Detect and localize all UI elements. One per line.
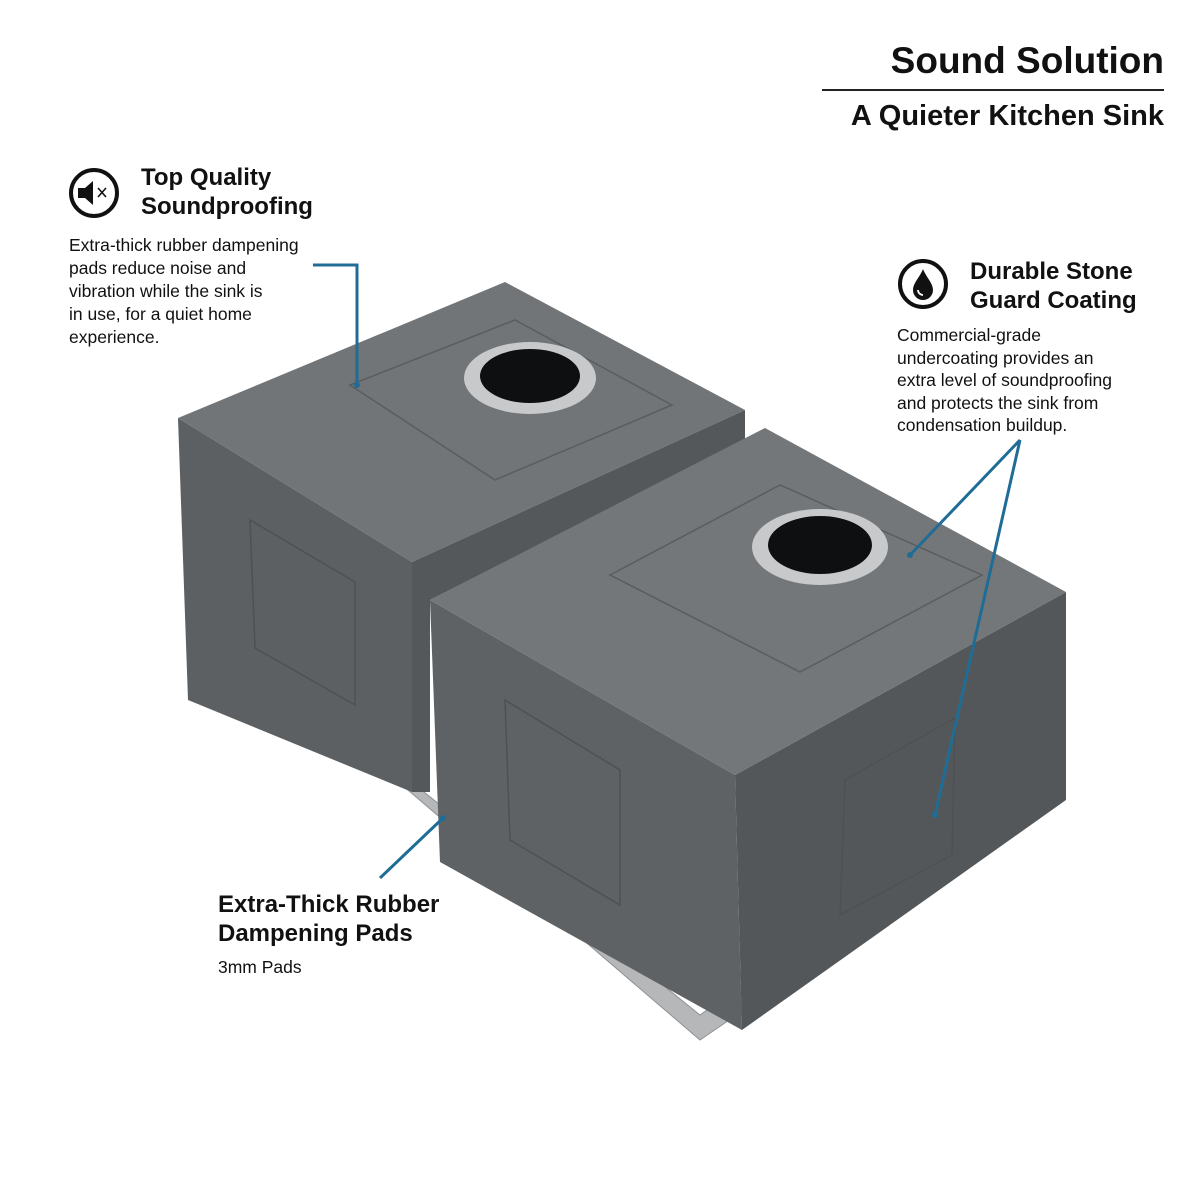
left-basin-top-face xyxy=(178,282,745,562)
feature-pads-description: 3mm Pads xyxy=(218,957,302,977)
feature-soundproofing-title: Top Quality Soundproofing xyxy=(141,163,313,221)
description-line: in use, for a quiet home xyxy=(69,304,252,324)
title-line: Durable Stone xyxy=(970,258,1133,285)
speaker-muted-icon xyxy=(69,168,119,218)
left-basin-side-panel xyxy=(249,518,356,707)
right-basin-side-panel-right xyxy=(839,716,956,917)
description-line: experience. xyxy=(69,327,160,347)
callout-line-coating-top xyxy=(908,438,1022,557)
right-basin-left-face xyxy=(430,600,742,1030)
feature-coating-description: Commercial-grade undercoating provides a… xyxy=(897,324,1112,437)
feature-pads-title: Extra-Thick Rubber Dampening Pads xyxy=(218,890,439,948)
right-basin-top-face xyxy=(430,428,1066,775)
left-basin-right-face xyxy=(412,410,745,792)
callout-line-pads xyxy=(378,816,445,880)
description-line: Extra-thick rubber dampening xyxy=(69,235,299,255)
description-line: pads reduce noise and xyxy=(69,258,247,278)
title-line: Soundproofing xyxy=(141,193,313,220)
page-title: Sound Solution xyxy=(890,40,1164,81)
feature-coating-title: Durable Stone Guard Coating xyxy=(970,257,1137,315)
description-line: extra level of soundproofing xyxy=(897,370,1112,390)
right-basin-side-panel-left xyxy=(504,698,621,907)
right-basin-top-panel xyxy=(608,484,984,673)
description-line: condensation buildup. xyxy=(897,415,1068,435)
description-line: Commercial-grade xyxy=(897,325,1041,345)
water-drop-icon xyxy=(898,259,948,309)
description-line: and protects the sink from xyxy=(897,392,1099,413)
callout-line-soundproofing xyxy=(313,263,359,385)
callout-line-coating-side xyxy=(933,439,1022,816)
left-basin-front-face xyxy=(178,418,412,792)
title-divider xyxy=(822,89,1164,91)
description-line: vibration while the sink is xyxy=(69,281,263,301)
feature-soundproofing-description: Extra-thick rubber dampening pads reduce… xyxy=(69,234,299,349)
title-line: Top Quality xyxy=(141,164,272,191)
left-drain xyxy=(464,342,596,414)
title-line: Dampening Pads xyxy=(218,920,413,947)
page-subtitle: A Quieter Kitchen Sink xyxy=(850,100,1164,132)
right-basin-right-face xyxy=(735,592,1066,1030)
right-drain xyxy=(752,509,888,585)
title-line: Guard Coating xyxy=(970,287,1137,314)
description-line: undercoating provides an xyxy=(897,347,1094,368)
title-line: Extra-Thick Rubber xyxy=(218,891,440,918)
left-basin-top-panel xyxy=(348,319,674,481)
